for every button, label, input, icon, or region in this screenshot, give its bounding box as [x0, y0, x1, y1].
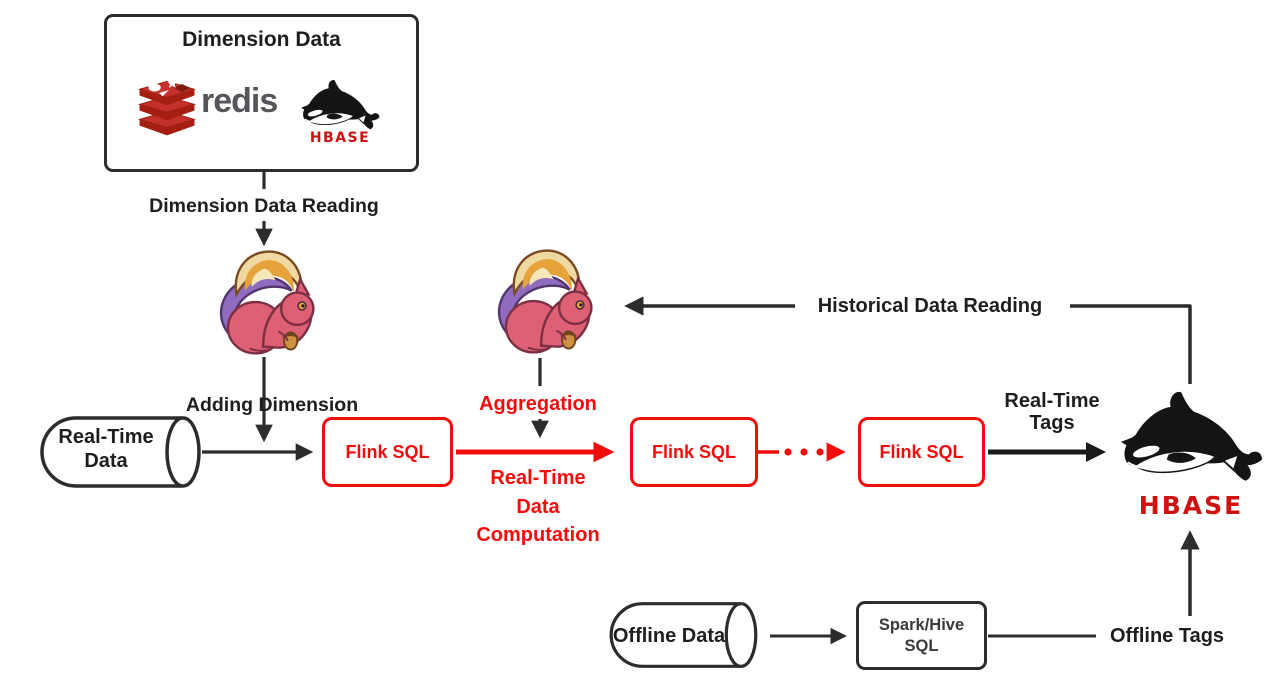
hbase-wordmark-large: HBASE: [1138, 491, 1244, 520]
flink-squirrel-icon-1: [208, 248, 322, 360]
rtdc-line2: Data: [516, 495, 560, 518]
label-historical-data-reading: Historical Data Reading: [817, 295, 1043, 317]
dotted-flow-dots: [784, 448, 824, 456]
redis-icon: [136, 70, 198, 144]
label-real-time-tags: Real-Time Tags: [992, 390, 1112, 434]
spark-hive-line1: Spark/Hive: [878, 615, 965, 634]
hbase-wordmark-small: HBASE: [309, 130, 371, 146]
flink-sql-1-label: Flink SQL: [345, 441, 430, 462]
real-time-tags-line2: Tags: [1029, 412, 1075, 434]
real-time-data-line1: Real-Time: [58, 426, 154, 448]
redis-wordmark: redis: [201, 82, 278, 120]
label-real-time-data-computation: Real-Time Data Computation: [430, 464, 646, 550]
hbase-orca-icon-large: [1118, 386, 1264, 488]
flink-sql-box-3: Flink SQL: [858, 417, 985, 487]
label-dimension-data-reading: Dimension Data Reading: [149, 195, 379, 217]
flink-squirrel-icon-2: [486, 247, 600, 359]
spark-hive-sql-box: Spark/Hive SQL: [856, 601, 987, 670]
real-time-data-line2: Data: [84, 450, 128, 472]
hbase-orca-icon-small: [294, 78, 386, 132]
real-time-tags-line1: Real-Time: [1004, 390, 1100, 412]
label-aggregation: Aggregation: [479, 393, 597, 415]
flink-sql-2-label: Flink SQL: [651, 441, 736, 462]
line-historical-to-hbase: [1070, 304, 1192, 384]
flink-sql-box-2: Flink SQL: [630, 417, 758, 487]
real-time-data-label: Real-Time Data: [36, 425, 176, 473]
flink-sql-box-1: Flink SQL: [322, 417, 453, 487]
label-offline-tags: Offline Tags: [1109, 625, 1225, 647]
label-adding-dimension: Adding Dimension: [185, 394, 359, 416]
flink-sql-3-label: Flink SQL: [879, 441, 964, 462]
offline-data-label: Offline Data: [612, 625, 726, 647]
dimension-box-title: Dimension Data: [182, 28, 341, 51]
rtdc-line3: Computation: [476, 524, 600, 546]
spark-hive-line2: SQL: [904, 636, 939, 655]
rtdc-line1: Real-Time: [490, 467, 586, 489]
